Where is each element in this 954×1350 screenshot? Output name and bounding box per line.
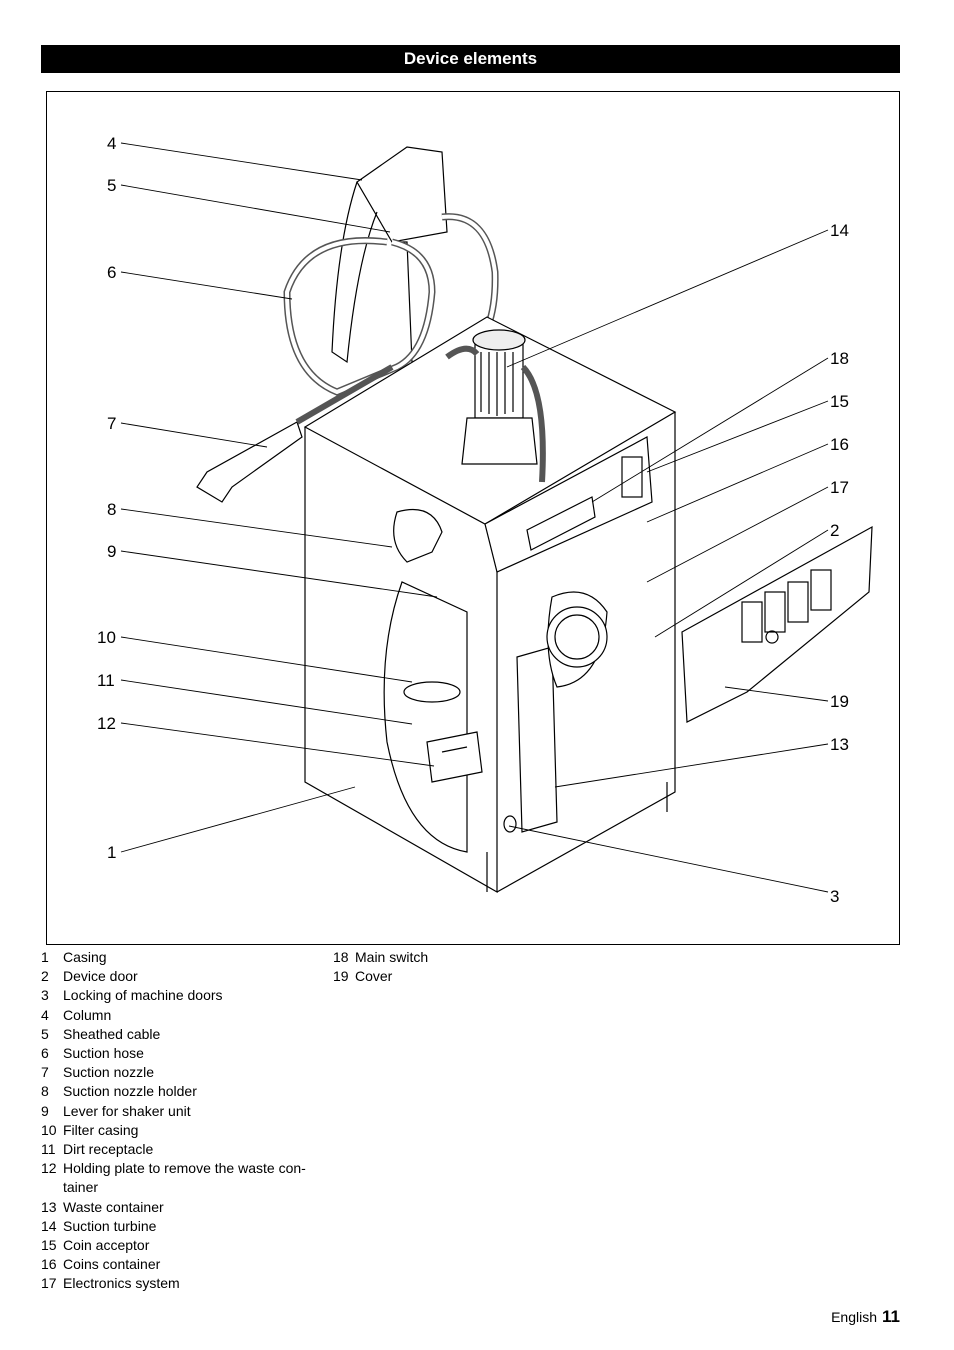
legend-text: Column xyxy=(63,1006,112,1023)
legend-item: 14 Suction turbine xyxy=(41,1217,331,1236)
legend-num: 16 xyxy=(41,1256,57,1273)
legend-item: 3 Locking of machine doors xyxy=(41,986,331,1005)
callout-4: 4 xyxy=(107,134,116,153)
legend-text: Suction turbine xyxy=(63,1217,157,1234)
legend-num: 6 xyxy=(41,1045,49,1062)
legend-item: 18 Main switch xyxy=(333,948,533,967)
legend-num: 13 xyxy=(41,1198,57,1215)
legend-item: 7 Suction nozzle xyxy=(41,1063,331,1082)
legend-num: 18 xyxy=(333,949,349,965)
callout-9: 9 xyxy=(107,542,116,561)
legend-text: Casing xyxy=(63,949,107,965)
legend-item: 15 Coin acceptor xyxy=(41,1236,331,1255)
callout-12: 12 xyxy=(97,714,116,733)
callout-8: 8 xyxy=(107,500,116,519)
callout-15: 15 xyxy=(830,392,849,411)
page-number: 11 xyxy=(882,1307,900,1326)
device-illustration: 4 5 6 7 8 9 10 11 12 1 14 18 15 16 17 2 … xyxy=(97,134,873,906)
callout-17: 17 xyxy=(830,478,849,497)
legend-num: 2 xyxy=(41,968,49,985)
legend-right: 18 Main switch 19 Cover xyxy=(333,948,533,986)
callout-19: 19 xyxy=(830,692,849,711)
legend-num: 19 xyxy=(333,968,349,985)
legend-item: 10 Filter casing xyxy=(41,1121,331,1140)
legend-text: Cover xyxy=(355,968,393,985)
footer-language: English xyxy=(831,1309,878,1325)
legend-text: Coins container xyxy=(63,1256,161,1273)
legend-item: 16 Coins container xyxy=(41,1255,331,1274)
callout-7: 7 xyxy=(107,414,116,433)
legend-num: 8 xyxy=(41,1083,49,1100)
legend-text: Suction nozzle holder xyxy=(63,1083,197,1100)
legend-text: Sheathed cable xyxy=(63,1025,161,1042)
legend-text: Device door xyxy=(63,968,138,985)
legend-text: Waste container xyxy=(63,1198,164,1215)
legend-item: 1 Casing xyxy=(41,948,331,967)
legend-text: Filter casing xyxy=(63,1121,139,1138)
legend-num: 10 xyxy=(41,1121,57,1138)
legend-item: 8 Suction nozzle holder xyxy=(41,1082,331,1101)
legend-text: Lever for shaker unit xyxy=(63,1102,191,1119)
legend-num: 3 xyxy=(41,987,49,1004)
callout-6: 6 xyxy=(107,263,116,282)
section-header: Device elements xyxy=(41,45,900,73)
legend-item: 19 Cover xyxy=(333,967,533,986)
section-title: Device elements xyxy=(403,49,538,68)
callout-2: 2 xyxy=(830,521,839,540)
legend-num: 1 xyxy=(41,949,49,965)
legend-item: 17 Electronics system xyxy=(41,1274,331,1293)
callout-16: 16 xyxy=(830,435,849,454)
legend-left: 1 Casing 2 Device door 3 Locking of machine… xyxy=(41,948,331,1294)
legend-item: 9 Lever for shaker unit xyxy=(41,1102,331,1121)
legend-num: 9 xyxy=(41,1102,49,1119)
callout-18: 18 xyxy=(830,349,849,368)
legend-num: 15 xyxy=(41,1237,57,1254)
callout-10: 10 xyxy=(97,628,116,647)
legend-num: 7 xyxy=(41,1064,49,1081)
legend-num: 5 xyxy=(41,1025,49,1042)
legend-item: 12 Holding plate to remove the waste con-… xyxy=(41,1159,331,1197)
callout-5: 5 xyxy=(107,176,116,195)
callout-3: 3 xyxy=(830,887,839,906)
legend-text: Holding plate to remove the waste con-ta… xyxy=(63,1160,306,1196)
legend-num: 4 xyxy=(41,1006,49,1023)
device-diagram: 4 5 6 7 8 9 10 11 12 1 14 18 15 16 17 2 … xyxy=(46,91,900,945)
legend-item: 2 Device door xyxy=(41,967,331,986)
legend-num: 12 xyxy=(41,1160,57,1177)
callout-14: 14 xyxy=(830,221,849,240)
legend-text: Suction hose xyxy=(63,1045,144,1062)
callout-1: 1 xyxy=(107,843,116,862)
leader-lines xyxy=(120,142,829,893)
legend-item: 4 Column xyxy=(41,1006,331,1025)
legend-item: 13 Waste container xyxy=(41,1198,331,1217)
legend-text: Locking of machine doors xyxy=(63,987,223,1004)
legend-item: 11 Dirt receptacle xyxy=(41,1140,331,1159)
legend-text: Suction nozzle xyxy=(63,1064,155,1081)
legend-text: Coin acceptor xyxy=(63,1237,150,1254)
legend-item: 6 Suction hose xyxy=(41,1044,331,1063)
legend-num: 11 xyxy=(41,1141,56,1158)
callout-11: 11 xyxy=(97,671,115,690)
legend-num: 17 xyxy=(41,1275,57,1292)
legend-item: 5 Sheathed cable xyxy=(41,1025,331,1044)
page-footer: English 11 xyxy=(831,1307,900,1327)
legend-num: 14 xyxy=(41,1217,57,1234)
callout-13: 13 xyxy=(830,735,849,754)
legend-text: Dirt receptacle xyxy=(63,1141,154,1158)
legend-text: Electronics system xyxy=(63,1275,180,1292)
legend-text: Main switch xyxy=(355,949,429,965)
machine-drawing xyxy=(196,146,873,894)
